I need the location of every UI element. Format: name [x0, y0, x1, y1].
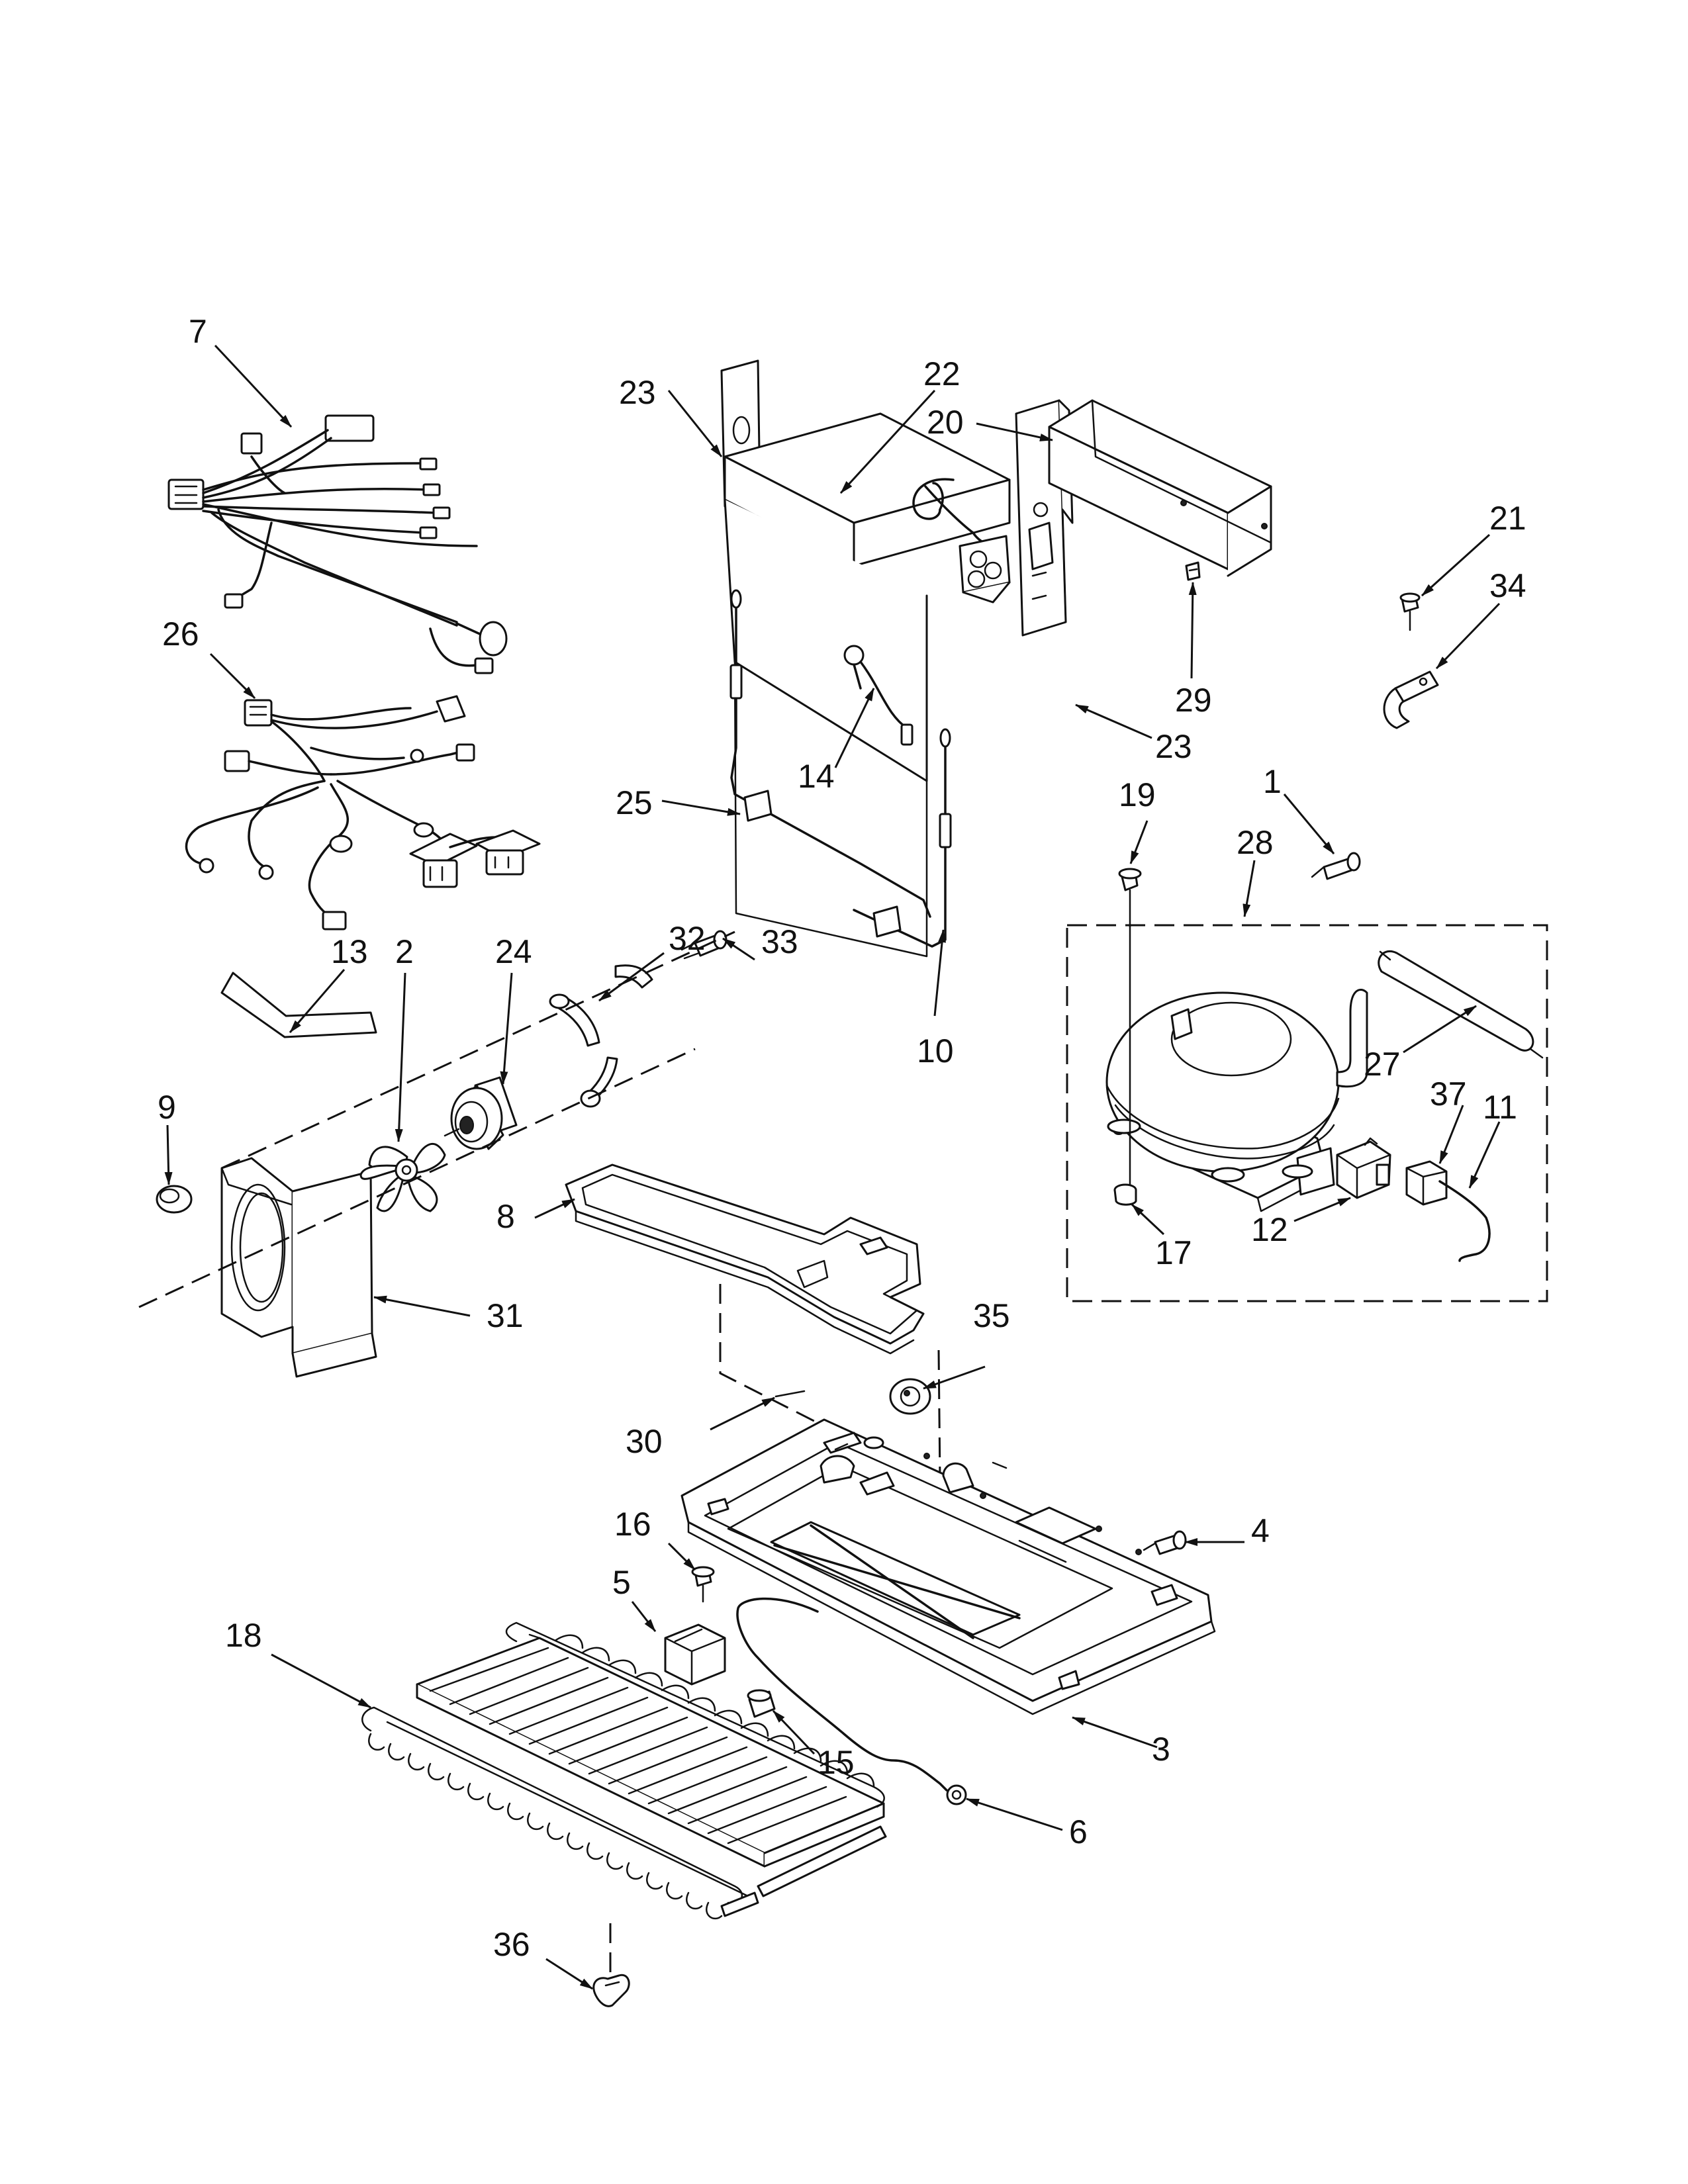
callout-14: 14 — [798, 758, 835, 795]
evaporator-22 — [720, 359, 1011, 958]
callout-27: 27 — [1364, 1046, 1401, 1083]
heater-10 — [853, 728, 952, 948]
fan-blade-2 — [359, 1142, 446, 1212]
callout-26: 26 — [162, 615, 199, 653]
callout-36: 36 — [493, 1926, 530, 1963]
block-5 — [664, 1623, 726, 1686]
callout-17: 17 — [1155, 1234, 1192, 1271]
callout-20: 20 — [927, 404, 964, 441]
drier-27 — [1378, 950, 1544, 1059]
wiring-harness-7 — [167, 414, 508, 674]
clip-29 — [1185, 561, 1201, 581]
condenser-18 — [361, 1621, 887, 1920]
callout-10: 10 — [917, 1032, 954, 1069]
callout-23-right: 23 — [1155, 728, 1192, 765]
callout-19: 19 — [1119, 776, 1156, 813]
callout-3: 3 — [1152, 1731, 1170, 1768]
callout-28: 28 — [1237, 824, 1274, 861]
fan-shroud-31 — [220, 1157, 377, 1378]
sleeve-15 — [747, 1689, 776, 1718]
wiring-harness-26 — [185, 695, 541, 931]
callout-9: 9 — [158, 1089, 176, 1126]
callout-4: 4 — [1251, 1512, 1270, 1549]
screw-21 — [1399, 592, 1421, 631]
callout-33: 33 — [761, 923, 798, 960]
callout-11: 11 — [1483, 1089, 1517, 1126]
drain-pan-8 — [565, 1163, 925, 1355]
callout-13: 13 — [331, 933, 368, 970]
callout-21: 21 — [1489, 500, 1526, 537]
pan-alignment-line-left — [719, 1284, 838, 1434]
callout-1: 1 — [1263, 763, 1282, 800]
fan-assembly-line-upper — [221, 931, 735, 1169]
wire-11 — [1438, 1180, 1491, 1262]
leader-lines — [164, 344, 1501, 1990]
callout-29: 29 — [1175, 682, 1212, 719]
clamp-34 — [1383, 670, 1439, 729]
callout-16: 16 — [614, 1506, 651, 1543]
hose-32 — [549, 964, 653, 1108]
callout-8: 8 — [496, 1198, 515, 1235]
fan-motor-24 — [444, 1076, 518, 1150]
compressor — [1105, 989, 1368, 1212]
callout-7: 7 — [189, 313, 207, 350]
tubing-6 — [736, 1597, 967, 1805]
callout-18: 18 — [225, 1617, 262, 1654]
thermistor-14 — [843, 645, 914, 746]
callout-12: 12 — [1251, 1211, 1288, 1248]
relay-12 — [1336, 1137, 1391, 1199]
screw-16 — [691, 1566, 715, 1603]
screw-19 — [1118, 868, 1142, 928]
pin-30 — [774, 1390, 806, 1398]
callout-6: 6 — [1069, 1813, 1088, 1850]
callout-15: 15 — [818, 1744, 855, 1781]
callout-labels: 1 2 3 4 5 6 7 8 9 10 11 12 13 14 15 16 1… — [158, 313, 1526, 1963]
callout-35: 35 — [973, 1297, 1010, 1334]
screw-1 — [1311, 852, 1361, 880]
base-plate-3 — [680, 1418, 1216, 1715]
pan-alignment-line-right — [937, 1349, 941, 1480]
clip-36 — [592, 1919, 630, 2007]
callout-34: 34 — [1489, 567, 1526, 604]
callout-24: 24 — [495, 933, 532, 970]
callout-5: 5 — [612, 1564, 631, 1601]
gasket-13 — [220, 972, 377, 1038]
thermostat-35 — [889, 1378, 931, 1415]
overload-37 — [1405, 1160, 1448, 1206]
callout-31: 31 — [487, 1297, 524, 1334]
fan-assembly-line-lower — [138, 1048, 696, 1308]
grommet-17 — [1113, 925, 1137, 1206]
heater-25 — [729, 589, 931, 918]
callout-32: 32 — [669, 920, 706, 957]
callout-22: 22 — [923, 355, 961, 392]
callout-25: 25 — [616, 784, 653, 821]
callout-37: 37 — [1430, 1075, 1467, 1113]
screw-4 — [1143, 1530, 1187, 1555]
plug-9 — [156, 1185, 193, 1214]
callout-30: 30 — [626, 1423, 663, 1460]
compressor-assembly-box-28 — [1066, 924, 1548, 1302]
cover-20 — [1048, 399, 1272, 577]
callout-2: 2 — [395, 933, 414, 970]
callout-23-left: 23 — [619, 374, 656, 411]
